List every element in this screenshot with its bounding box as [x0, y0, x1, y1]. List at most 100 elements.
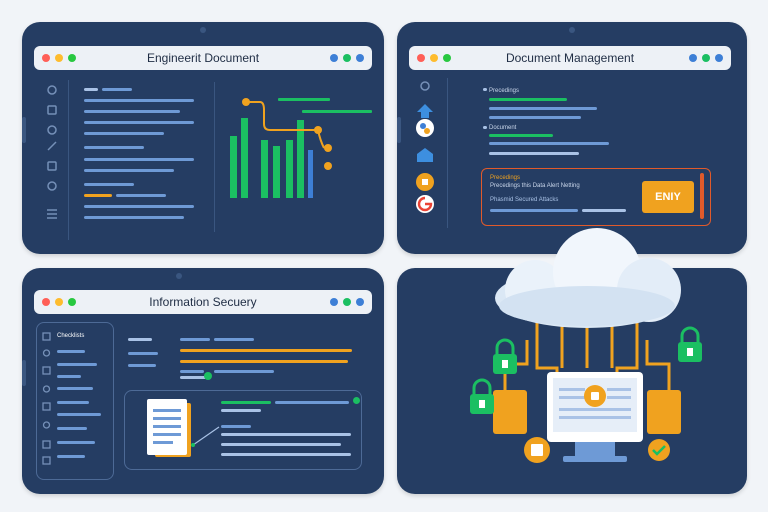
maximize-button[interactable] [443, 54, 451, 62]
text-line [214, 370, 274, 373]
text-line [489, 107, 597, 110]
item-label: Document [489, 125, 517, 131]
status-dot [330, 298, 338, 306]
checklist-header: Checklists [57, 333, 85, 339]
upload-icon[interactable] [417, 104, 433, 118]
text-line [128, 364, 156, 367]
status-dot [702, 54, 710, 62]
text-line [84, 132, 164, 135]
security-panel: Information Secuery Checklists [22, 268, 384, 494]
security-title: Information Secuery [149, 295, 257, 309]
text-line [221, 453, 351, 456]
document-badge-icon [524, 437, 550, 463]
text-line [489, 152, 579, 155]
checklist-item[interactable] [57, 375, 81, 378]
action-button-label: ENIY [655, 191, 681, 203]
status-dot [330, 54, 338, 62]
text-line [84, 99, 194, 102]
cloud-panel [397, 228, 747, 494]
alert-bar [700, 173, 704, 219]
status-dot [689, 54, 697, 62]
checklist-item[interactable] [57, 387, 93, 390]
bullet [483, 88, 487, 91]
document-panel: Document Management Precedings Document [397, 22, 747, 254]
text-line [275, 401, 349, 404]
alert-text: Precedings this Data Alert Netting [490, 183, 580, 189]
status-dot [356, 298, 364, 306]
status-dot [353, 397, 360, 404]
status-dot [343, 298, 351, 306]
text-line [180, 376, 206, 379]
checklist-item[interactable] [57, 363, 97, 366]
text-line [489, 134, 553, 137]
close-button[interactable] [417, 54, 425, 62]
close-button[interactable] [42, 54, 50, 62]
text-line [102, 88, 132, 91]
text-line [180, 349, 352, 352]
item-label: Precedings [489, 88, 520, 94]
checklist-item[interactable] [57, 441, 95, 444]
text-line [84, 216, 184, 219]
camera-dot [176, 273, 182, 279]
lock-icon [493, 338, 517, 374]
text-line [489, 98, 567, 101]
text-line [214, 338, 254, 341]
minimize-button[interactable] [55, 54, 63, 62]
alert-subtitle: Phasmid Secured Attacks [490, 197, 559, 203]
checklist-icons [42, 332, 51, 465]
cloud-illustration [470, 228, 702, 463]
text-line [84, 169, 174, 172]
action-button[interactable]: ENIY [642, 181, 694, 213]
circle-icon [420, 81, 430, 91]
text-line [180, 360, 348, 363]
status-dot [343, 54, 351, 62]
minimize-button[interactable] [430, 54, 438, 62]
checklist-item[interactable] [57, 455, 85, 458]
text-line [84, 183, 134, 186]
text-line [489, 142, 609, 145]
status-dot [715, 54, 723, 62]
document-sidebar [415, 78, 445, 243]
engineering-icon-column [42, 80, 62, 240]
divider [68, 80, 69, 240]
checklist-item[interactable] [57, 427, 87, 430]
engineering-title: Engineerit Document [146, 51, 260, 65]
document-card [124, 390, 362, 470]
minimize-button[interactable] [55, 298, 63, 306]
maximize-button[interactable] [68, 298, 76, 306]
home-icon[interactable] [417, 148, 433, 162]
text-line [84, 205, 194, 208]
document-icon [147, 399, 191, 457]
text-line [84, 158, 194, 161]
server-block [493, 390, 527, 434]
checklist-sidebar: Checklists [36, 322, 114, 480]
checklist-item[interactable] [57, 350, 85, 353]
bar-graphic [230, 98, 372, 198]
text-line [84, 88, 98, 91]
check-badge-icon [648, 439, 670, 461]
arrow-icon [191, 426, 220, 447]
text-line [116, 194, 166, 197]
maximize-button[interactable] [68, 54, 76, 62]
lock-icon [470, 378, 494, 414]
cloud-icon [495, 228, 681, 328]
text-line [221, 433, 351, 436]
text-line [221, 409, 261, 412]
divider [447, 78, 448, 228]
text-line [490, 209, 578, 212]
server-block [647, 390, 681, 434]
checklist-item[interactable] [57, 413, 101, 416]
checklist-item[interactable] [57, 401, 89, 404]
engineering-titlebar: Engineerit Document [34, 46, 372, 70]
engineering-panel: Engineerit Document [22, 22, 384, 254]
close-button[interactable] [42, 298, 50, 306]
text-line [84, 121, 194, 124]
security-titlebar: Information Secuery [34, 290, 372, 314]
side-button [22, 117, 26, 143]
text-line [84, 110, 180, 113]
monitor-icon [547, 372, 643, 462]
status-dot [204, 372, 212, 380]
text-line [180, 338, 210, 341]
bullet [483, 126, 487, 129]
alert-box: Precedings Precedings this Data Alert Ne… [481, 168, 711, 226]
